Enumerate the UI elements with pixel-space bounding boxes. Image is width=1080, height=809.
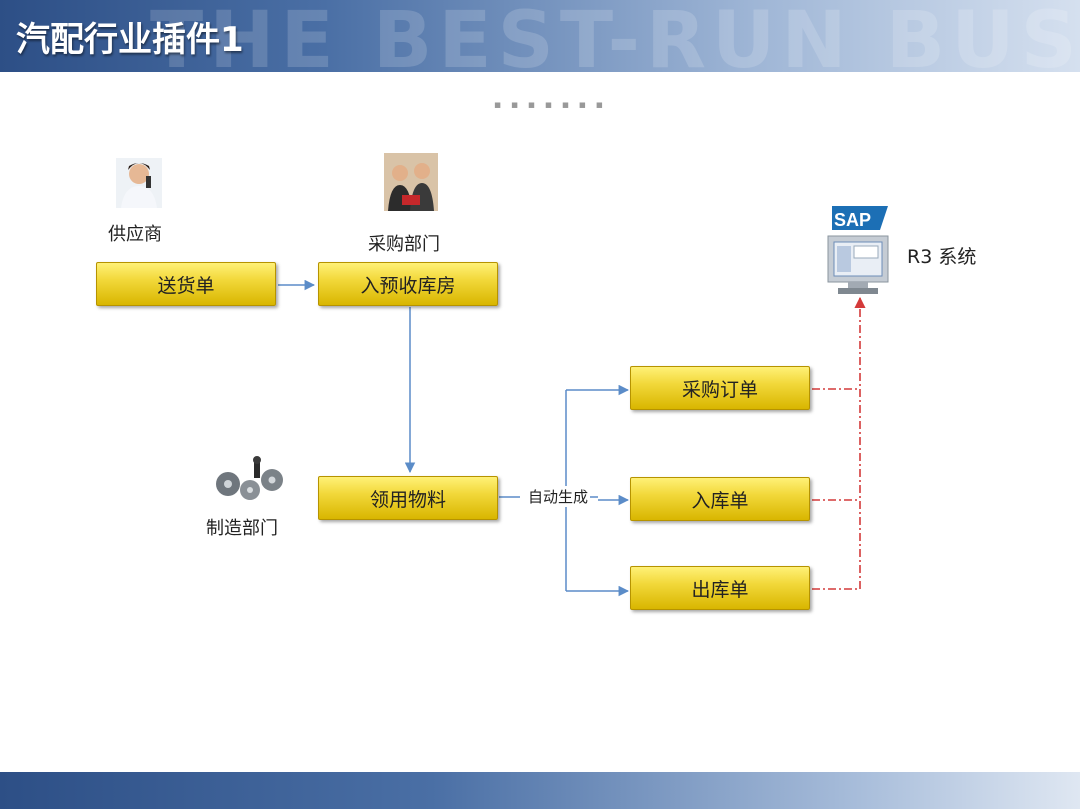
purchasing-team-icon [384, 153, 438, 211]
sap-system-label: R3 系统 [907, 246, 977, 268]
header-bar: THE BEST-RUN BUSINESS 汽配行业插件1 [0, 0, 1080, 72]
subtitle: ▪ ▪ ▪ ▪ ▪ ▪ ▪ [493, 98, 607, 111]
sap-computer-icon: SAP [827, 206, 889, 294]
goods-issue-box: 出库单 [630, 566, 810, 610]
supplier-person-icon [116, 158, 162, 208]
delivery-note-box: 送货单 [96, 262, 276, 306]
material-issue-box: 领用物料 [318, 476, 498, 520]
purchasing-dept-label: 采购部门 [368, 234, 440, 255]
goods-receipt-box: 入库单 [630, 477, 810, 521]
auto-generate-label: 自动生成 [526, 486, 591, 507]
page-title: 汽配行业插件1 [16, 20, 244, 60]
purchase-order-box: 采购订单 [630, 366, 810, 410]
sap-logo-text: SAP [834, 210, 871, 230]
watermark-text: THE BEST-RUN BUSINESS [150, 0, 1080, 72]
gears-icon [216, 456, 283, 500]
footer-bar [0, 772, 1080, 809]
manufacturing-dept-label: 制造部门 [206, 518, 278, 539]
pre-receipt-warehouse-box: 入预收库房 [318, 262, 498, 306]
supplier-label: 供应商 [108, 224, 162, 245]
